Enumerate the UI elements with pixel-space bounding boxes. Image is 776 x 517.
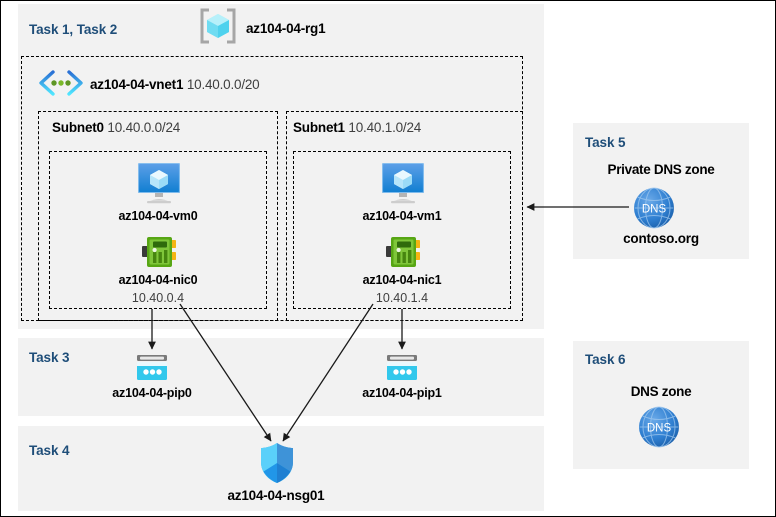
private-dns-zone-heading: Private DNS zone bbox=[607, 162, 715, 177]
private-dns-zone-name: contoso.org bbox=[623, 231, 699, 246]
subnet1-boundary bbox=[286, 111, 523, 321]
virtual-network-icon bbox=[38, 69, 84, 97]
subnet0-boundary bbox=[38, 111, 278, 321]
nsg-label: az104-04-nsg01 bbox=[227, 488, 325, 503]
subnet0-resource-group-box bbox=[49, 151, 267, 309]
nic0-ip: 10.40.0.4 bbox=[131, 291, 185, 305]
subnet0-name: Subnet0 bbox=[52, 120, 104, 135]
dns-icon-text: DNS bbox=[647, 423, 672, 435]
task-label-1-2: Task 1, Task 2 bbox=[29, 22, 118, 37]
vm0-label: az104-04-vm0 bbox=[118, 209, 198, 223]
panel-task-1-2 bbox=[18, 4, 544, 329]
panel-task-6 bbox=[573, 341, 749, 469]
pip0-label: az104-04-pip0 bbox=[112, 386, 192, 400]
task-label-6: Task 6 bbox=[585, 352, 626, 367]
vnet-cidr: 10.40.0.0/20 bbox=[186, 77, 260, 92]
task-label-5: Task 5 bbox=[585, 135, 626, 150]
virtual-machine-icon bbox=[377, 160, 429, 204]
vnet-name: az104-04-vnet1 bbox=[90, 77, 184, 92]
nic0-label: az104-04-nic0 bbox=[118, 273, 198, 287]
subnet0-cidr: 10.40.0.0/24 bbox=[107, 120, 181, 135]
vm1-label: az104-04-vm1 bbox=[362, 209, 442, 223]
dns-zone-icon: DNS bbox=[637, 405, 681, 449]
panel-task-3 bbox=[18, 338, 544, 416]
nic1-label: az104-04-nic1 bbox=[362, 273, 442, 287]
nic1-ip: 10.40.1.4 bbox=[375, 291, 429, 305]
subnet0-title: Subnet0 10.40.0.0/24 bbox=[52, 120, 180, 135]
virtual-machine-icon bbox=[133, 160, 185, 204]
public-ip-address-icon bbox=[384, 354, 420, 384]
network-security-group-icon bbox=[259, 442, 295, 484]
network-interface-icon bbox=[141, 235, 177, 269]
vnet-title: az104-04-vnet1 10.40.0.0/20 bbox=[90, 77, 260, 92]
subnet1-resource-group-box bbox=[293, 151, 511, 309]
network-interface-icon bbox=[385, 235, 421, 269]
subnet1-cidr: 10.40.1.0/24 bbox=[348, 120, 422, 135]
task-label-3: Task 3 bbox=[29, 350, 70, 365]
task-label-4: Task 4 bbox=[29, 443, 70, 458]
public-ip-address-icon bbox=[134, 354, 170, 384]
dns-zone-icon: DNS bbox=[632, 186, 676, 230]
resource-group-icon bbox=[198, 7, 238, 45]
resource-group-name: az104-04-rg1 bbox=[246, 21, 326, 36]
subnet1-name: Subnet1 bbox=[293, 120, 345, 135]
pip1-label: az104-04-pip1 bbox=[362, 386, 442, 400]
dns-zone-heading: DNS zone bbox=[630, 384, 692, 399]
subnet1-title: Subnet1 10.40.1.0/24 bbox=[293, 120, 421, 135]
dns-icon-text: DNS bbox=[642, 204, 667, 216]
